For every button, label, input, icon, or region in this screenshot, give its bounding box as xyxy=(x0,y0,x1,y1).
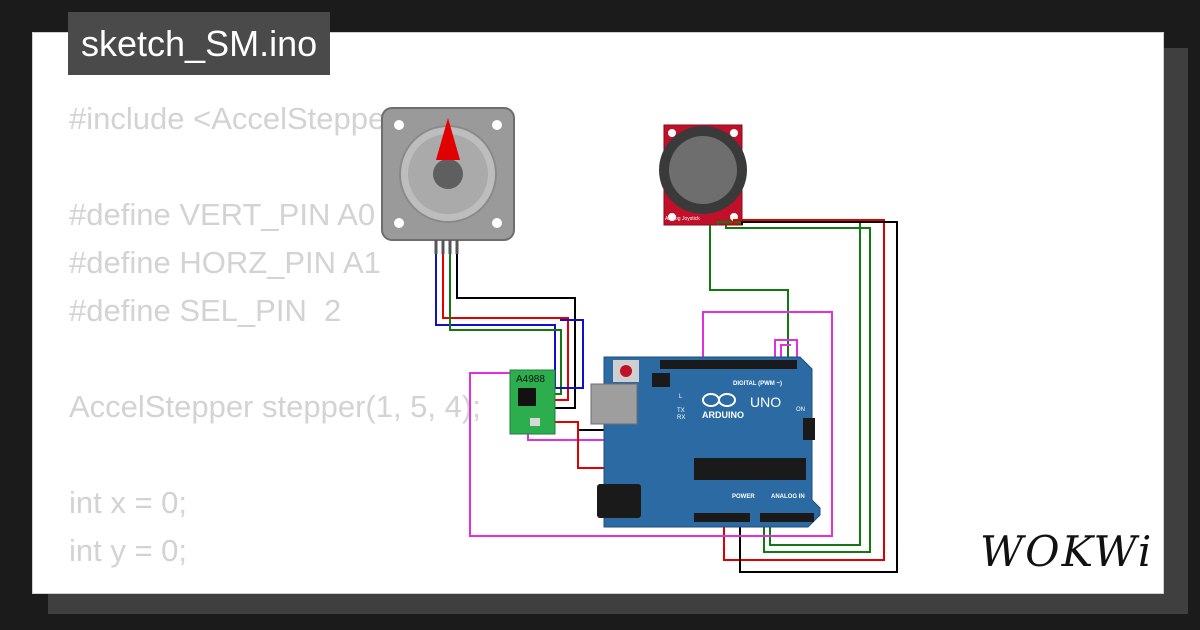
led-label-rx: RX xyxy=(677,415,685,421)
arduino-uno[interactable]: DIGITAL (PWM ~) ARDUINO UNO POWER ANALOG… xyxy=(590,356,821,528)
code-line: int y = 0; xyxy=(69,533,188,568)
led-label-on: ON xyxy=(796,407,805,413)
stepper-motor[interactable] xyxy=(381,107,515,254)
power-header-label: POWER xyxy=(732,494,755,500)
joystick-label: Analog Joystick xyxy=(665,216,700,222)
code-line: AccelStepper stepper(1, 5, 4); xyxy=(69,389,481,424)
analog-header-label: ANALOG IN xyxy=(771,494,805,500)
preview-card: #include <AccelStepper.h>#define VERT_PI… xyxy=(32,32,1164,594)
code-line: #define HORZ_PIN A1 xyxy=(69,245,381,280)
code-line: #define SEL_PIN 2 xyxy=(69,293,342,328)
wokwi-logo: WOKWi xyxy=(974,525,1160,579)
led-label-tx: TX xyxy=(677,408,685,414)
analog-joystick[interactable]: Analog Joystick xyxy=(659,124,747,226)
code-preview: #include <AccelStepper.h>#define VERT_PI… xyxy=(69,95,481,575)
led-label-l: L xyxy=(679,394,683,400)
motor-pointer-icon xyxy=(436,118,460,160)
arduino-model: UNO xyxy=(750,394,781,410)
arduino-brand: ARDUINO xyxy=(702,410,744,420)
a4988-driver[interactable]: A4988 xyxy=(509,369,556,435)
digital-header-label: DIGITAL (PWM ~) xyxy=(733,381,782,387)
arduino-infinity-icon xyxy=(702,393,736,407)
driver-label: A4988 xyxy=(516,374,545,385)
sketch-title: sketch_SM.ino xyxy=(68,12,331,75)
code-line: #define VERT_PIN A0 xyxy=(69,197,376,232)
code-line: int x = 0; xyxy=(69,485,188,520)
